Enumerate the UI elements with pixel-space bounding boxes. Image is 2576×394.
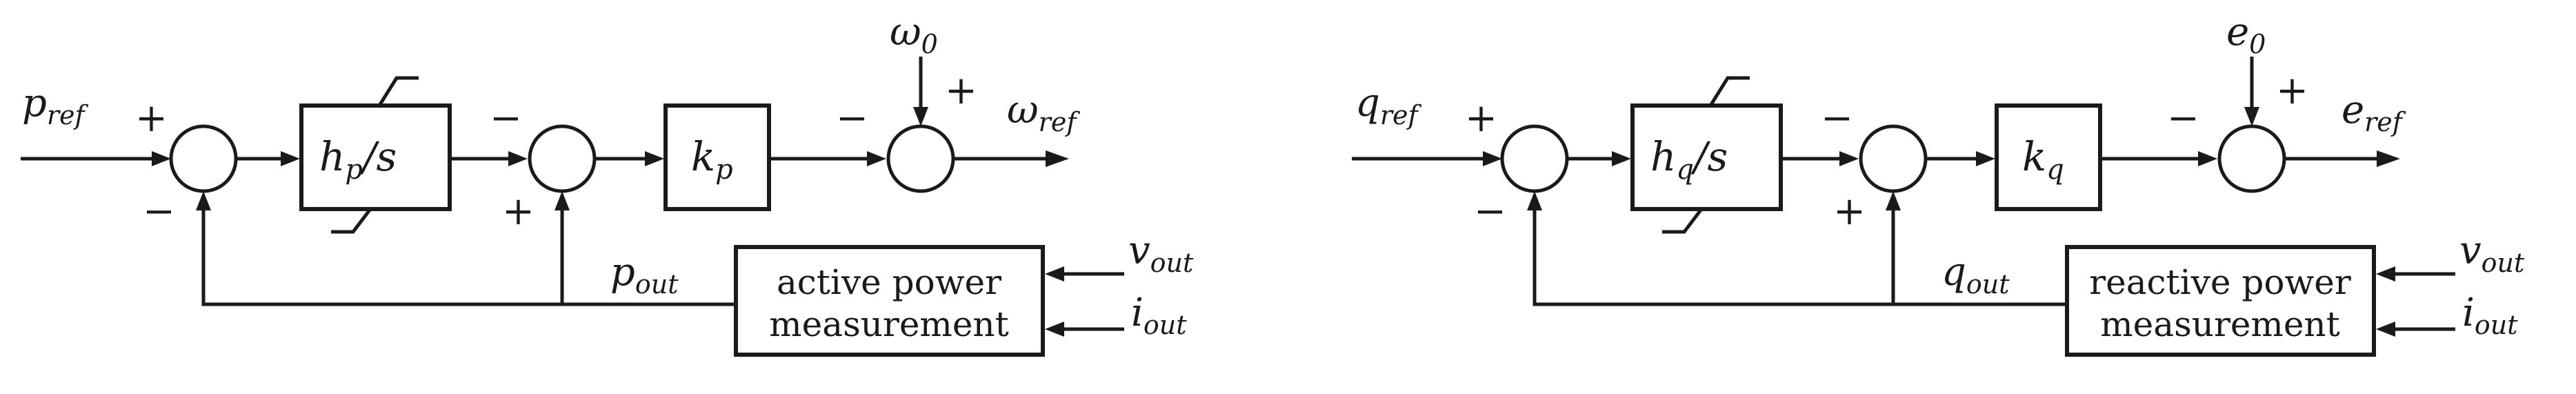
arrowhead: [1046, 150, 1069, 167]
upper-saturation-mark: [377, 76, 419, 107]
summing-junction-3: [886, 124, 955, 193]
arrowhead: [1976, 151, 1995, 166]
summing-junction-1: [169, 124, 238, 193]
measurement-line2: measurement: [769, 304, 1008, 344]
sum3-top-sign: +: [945, 68, 977, 113]
measurement-block: [734, 245, 1045, 357]
arrowhead: [1483, 151, 1502, 166]
measurement-block: [2065, 245, 2376, 357]
arrowhead: [281, 151, 300, 166]
summing-junction-3: [2217, 124, 2286, 193]
summing-junction-2: [528, 124, 597, 193]
gain-label: kp: [691, 133, 733, 186]
summing-junction-2: [1859, 124, 1928, 193]
feedback-wire: [1532, 205, 2066, 306]
sum2-top-sign: −: [1821, 96, 1853, 141]
arrowhead: [2376, 322, 2395, 337]
arrowhead: [867, 151, 886, 166]
sum3-left-sign: −: [836, 96, 868, 141]
upper-saturation-mark: [1708, 76, 1750, 107]
arrowhead: [2376, 266, 2395, 282]
arrowhead: [2377, 150, 2400, 167]
reactive-power-loop: qref + − hq/s − + kq − +: [1352, 10, 2525, 357]
feedback-wire: [201, 205, 735, 306]
sum1-top-sign: +: [135, 96, 168, 141]
sum1-top-sign: +: [1465, 96, 1497, 141]
sum1-bottom-sign: −: [1474, 189, 1506, 234]
arrowhead: [555, 191, 570, 210]
input-label: qref: [1355, 81, 1422, 130]
arrowhead: [508, 151, 528, 166]
arrowhead: [1612, 151, 1631, 166]
arrowhead: [2244, 107, 2259, 126]
measurement-line1: active power: [777, 262, 1001, 302]
setpoint-label: e0: [2226, 10, 2266, 59]
arrowhead: [1886, 191, 1901, 210]
gain-block: [663, 104, 771, 211]
active-power-loop: pref + − hp/s − + kp − +: [21, 10, 1194, 357]
arrowhead: [152, 151, 171, 166]
setpoint-label: ω0: [890, 10, 938, 59]
sum3-left-sign: −: [2167, 96, 2199, 141]
lower-saturation-mark: [331, 208, 372, 234]
output-label: ωref: [1007, 88, 1080, 137]
arrowhead: [2198, 151, 2217, 166]
measurement-line2: measurement: [2100, 304, 2339, 344]
sum3-top-sign: +: [2276, 68, 2308, 113]
integrator-label: hq/s: [1650, 133, 1728, 186]
arrowhead: [1045, 322, 1064, 337]
iout-label: iout: [2462, 290, 2518, 340]
gain-block: [1995, 104, 2102, 211]
arrowhead: [1839, 151, 1859, 166]
vout-label: vout: [1128, 228, 1194, 278]
sum2-bottom-sign: +: [502, 189, 535, 234]
iout-label: iout: [1131, 290, 1187, 340]
integrator-label: hp/s: [319, 133, 397, 186]
output-label: eref: [2342, 88, 2406, 137]
feedback-label: pout: [610, 250, 679, 299]
arrowhead: [645, 151, 664, 166]
integrator-block: [1630, 104, 1783, 211]
measurement-line1: reactive power: [2089, 262, 2351, 302]
arrowhead: [1045, 266, 1064, 282]
sum1-bottom-sign: −: [143, 189, 175, 234]
sum2-bottom-sign: +: [1833, 189, 1866, 234]
arrowhead: [196, 191, 211, 210]
lower-saturation-mark: [1662, 208, 1703, 234]
arrowhead: [913, 107, 928, 126]
summing-junction-1: [1500, 124, 1569, 193]
arrowhead: [1527, 191, 1542, 210]
input-label: pref: [22, 81, 89, 130]
feedback-label: qout: [1941, 250, 2010, 299]
gain-label: kq: [2022, 133, 2064, 186]
sum2-top-sign: −: [490, 96, 522, 141]
vout-label: vout: [2459, 228, 2525, 278]
